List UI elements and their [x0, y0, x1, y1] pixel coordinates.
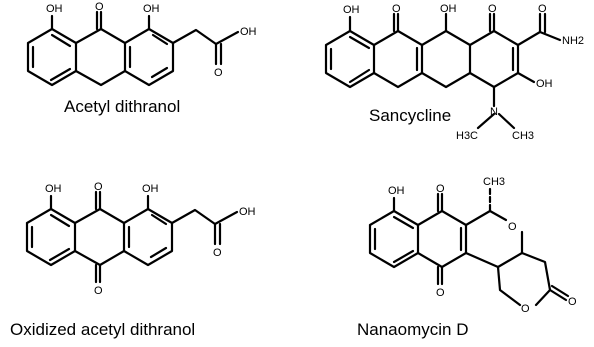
atom-label-o-bottom: O [94, 285, 103, 297]
atom-label-ch3: CH3 [483, 176, 505, 188]
molecule-name: Oxidized acetyl dithranol [10, 320, 195, 339]
atom-label-n: N [490, 106, 498, 118]
molecule-acetyl-dithranol: OH O OH OH O Acetyl dithranol [26, 1, 257, 116]
atom-label-oh-3: OH [536, 78, 553, 90]
atom-label-nh2: NH2 [562, 35, 584, 47]
atom-label-oh-1: OH [46, 3, 63, 15]
molecule-oxidized-acetyl-dithranol: OH O OH OH O O Oxidized acetyl dithranol [10, 181, 256, 339]
molecule-sancycline: OH O OH O O NH2 OH N H3C CH3 Sancycline [324, 3, 584, 142]
atom-label-o-bottom: O [436, 287, 445, 299]
molecule-name: Acetyl dithranol [64, 97, 180, 116]
atom-label-oh-2: OH [440, 3, 457, 15]
atom-label-o-keto: O [95, 1, 104, 13]
atom-label-oh-acid: OH [240, 26, 257, 38]
atom-label-oh-2: OH [142, 183, 159, 195]
atom-label-oh-1: OH [343, 4, 360, 16]
atom-label-oh-1: OH [45, 183, 62, 195]
atom-label-o-lactone-carbonyl: O [568, 296, 577, 308]
atom-label-o-carbonyl: O [213, 247, 222, 259]
bond-lines [26, 10, 240, 87]
molecule-name: Nanaomycin D [357, 320, 469, 339]
molecule-nanaomycin-d: OH O CH3 O O O O Nanaomycin D [357, 176, 577, 339]
atom-label-ch3: CH3 [512, 130, 534, 142]
atom-label-o-2: O [488, 3, 497, 15]
molecule-name: Sancycline [369, 106, 451, 125]
atom-label-o-top: O [94, 181, 103, 193]
atom-label-oh-acid: OH [239, 206, 256, 218]
bond-lines [324, 12, 562, 130]
atom-label-o-carbonyl: O [214, 67, 223, 79]
atom-label-h3c: H3C [456, 130, 478, 142]
atom-label-o-lactone: O [521, 303, 530, 315]
bond-lines [368, 187, 570, 307]
atom-label-oh-1: OH [388, 185, 405, 197]
atom-label-oh-2: OH [143, 3, 160, 15]
bond-lines [25, 190, 239, 284]
atom-label-o-ring: O [508, 221, 517, 233]
atom-label-o-amide: O [538, 3, 547, 15]
atom-label-o-1: O [392, 3, 401, 15]
atom-label-o-top: O [436, 183, 445, 195]
